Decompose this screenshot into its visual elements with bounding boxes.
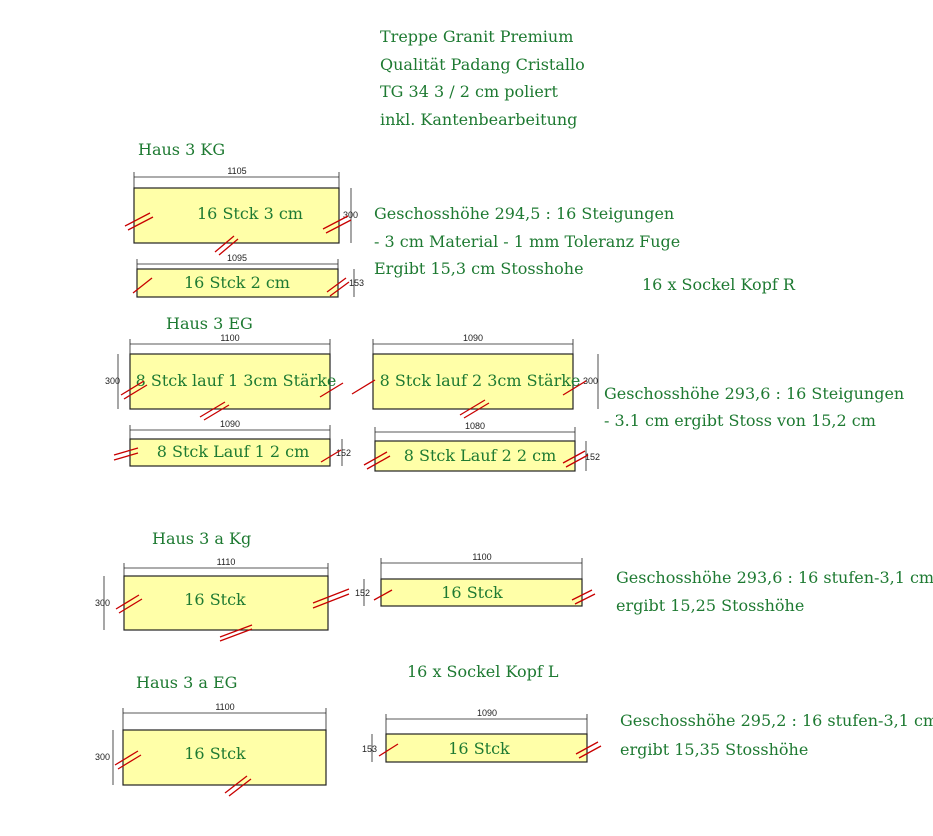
slab-haus3a-kg-3cm: 1110 300 16 Stck xyxy=(95,557,350,642)
section-title-haus3-eg: Haus 3 EG xyxy=(166,314,253,333)
sockel-kopf-r: 16 x Sockel Kopf R xyxy=(642,275,796,294)
dim-height: 300 xyxy=(105,376,120,386)
dim-width: 1100 xyxy=(472,552,491,562)
slab-label: 16 Stck 2 cm xyxy=(184,273,290,292)
dim-width: 1090 xyxy=(463,333,483,343)
section-title-haus3-kg: Haus 3 KG xyxy=(138,140,225,159)
dim-height: 300 xyxy=(343,210,358,220)
dim-width: 1080 xyxy=(465,421,485,431)
slab-haus3a-kg-2cm: 1100 152 16 Stck xyxy=(355,552,596,607)
slab-haus3-eg-lauf2-2cm: 1080 152 8 Stck Lauf 2 2 cm xyxy=(363,421,600,472)
dim-height: 153 xyxy=(349,278,364,288)
section-title-haus3a-eg: Haus 3 a EG xyxy=(136,673,237,692)
dim-width: 1095 xyxy=(227,253,247,263)
dim-height: 152 xyxy=(585,452,600,462)
dim-width: 1100 xyxy=(220,333,239,343)
slab-label: 8 Stck Lauf 2 2 cm xyxy=(404,446,557,465)
section-title-haus3a-kg: Haus 3 a Kg xyxy=(152,529,251,548)
slab-label: 16 Stck xyxy=(184,744,246,763)
dim-width: 1090 xyxy=(220,419,240,429)
dim-height: 152 xyxy=(336,448,351,458)
note-haus3a-kg-2: ergibt 15,25 Stosshöhe xyxy=(616,596,804,615)
slab-label: 8 Stck lauf 1 3cm Stärke xyxy=(136,371,337,390)
header-line-4: inkl. Kantenbearbeitung xyxy=(380,110,577,129)
slab-label: 8 Stck lauf 2 3cm Stärke xyxy=(380,371,581,390)
dim-width: 1100 xyxy=(215,702,234,712)
slab-haus3a-eg-2cm: 1090 153 16 Stck xyxy=(362,708,602,763)
header-line-2: Qualität Padang Cristallo xyxy=(380,55,585,74)
note-haus3a-eg-1: Geschosshöhe 295,2 : 16 stufen-3,1 cm xyxy=(620,711,933,730)
header-line-3: TG 34 3 / 2 cm poliert xyxy=(380,82,558,101)
sockel-kopf-l: 16 x Sockel Kopf L xyxy=(407,662,559,681)
note-haus3-kg-3: Ergibt 15,3 cm Stosshohe xyxy=(374,259,584,278)
dim-height: 300 xyxy=(95,598,110,608)
note-haus3-eg-1: Geschosshöhe 293,6 : 16 Steigungen xyxy=(604,384,904,403)
note-haus3a-kg-1: Geschosshöhe 293,6 : 16 stufen-3,1 cm xyxy=(616,568,933,587)
note-haus3a-eg-2: ergibt 15,35 Stosshöhe xyxy=(620,740,808,759)
note-haus3-kg-2: - 3 cm Material - 1 mm Toleranz Fuge xyxy=(374,232,680,251)
slab-label: 8 Stck Lauf 1 2 cm xyxy=(157,442,310,461)
dim-height: 153 xyxy=(362,744,377,754)
note-haus3-eg-2: - 3.1 cm ergibt Stoss von 15,2 cm xyxy=(604,411,876,430)
slab-haus3-eg-lauf1-2cm: 1090 152 8 Stck Lauf 1 2 cm xyxy=(113,419,351,467)
header-line-1: Treppe Granit Premium xyxy=(380,27,573,46)
dim-width: 1110 xyxy=(217,557,236,567)
slab-haus3-kg-3cm: 1105 300 16 Stck 3 cm xyxy=(124,166,358,256)
slab-label: 16 Stck 3 cm xyxy=(197,204,303,223)
slab-label: 16 Stck xyxy=(184,590,246,609)
slab-haus3-kg-2cm: 1095 153 16 Stck 2 cm xyxy=(132,253,364,298)
slab-haus3-eg-lauf1-3cm: 1100 300 8 Stck lauf 1 3cm Stärke xyxy=(105,333,344,421)
dim-width: 1090 xyxy=(477,708,497,718)
slab-haus3a-eg-3cm: 1100 300 16 Stck xyxy=(95,702,327,797)
dim-height: 300 xyxy=(583,376,598,386)
note-haus3-kg-1: Geschosshöhe 294,5 : 16 Steigungen xyxy=(374,204,674,223)
dim-width: 1105 xyxy=(227,166,246,176)
slab-label: 16 Stck xyxy=(441,583,503,602)
slab-haus3-eg-lauf2-3cm: 1090 300 8 Stck lauf 2 3cm Stärke xyxy=(351,333,599,419)
dim-height: 300 xyxy=(95,752,110,762)
slab-label: 16 Stck xyxy=(448,739,510,758)
dim-height: 152 xyxy=(355,588,370,598)
